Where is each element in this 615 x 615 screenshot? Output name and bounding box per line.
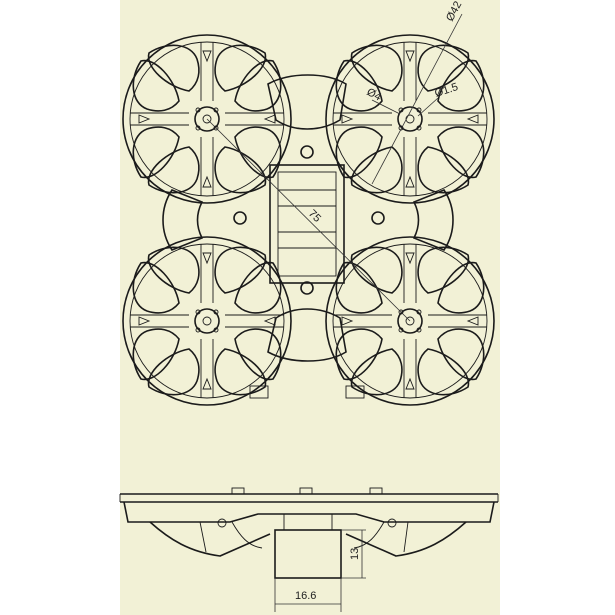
dim-side-width-label: 16.6 (295, 590, 316, 602)
rotor-duct-top-right (325, 34, 495, 204)
drawing-sheet (120, 0, 500, 615)
dim-diagonal: 75 (206, 118, 411, 322)
rotor-duct-bottom-left (122, 236, 292, 406)
dim-side-height-label: 13 (349, 548, 361, 560)
dim-hole-small-label: Ø1.5 (433, 81, 459, 100)
dim-rotor-diameter-label: Ø42 (444, 0, 464, 23)
side-view (119, 487, 499, 579)
dim-diagonal-label: 75 (306, 208, 323, 225)
dim-side-width: 16.6 (274, 578, 342, 612)
dim-side-height: 13 (341, 529, 366, 579)
dim-hole-large-label: Ø4 (365, 86, 384, 103)
